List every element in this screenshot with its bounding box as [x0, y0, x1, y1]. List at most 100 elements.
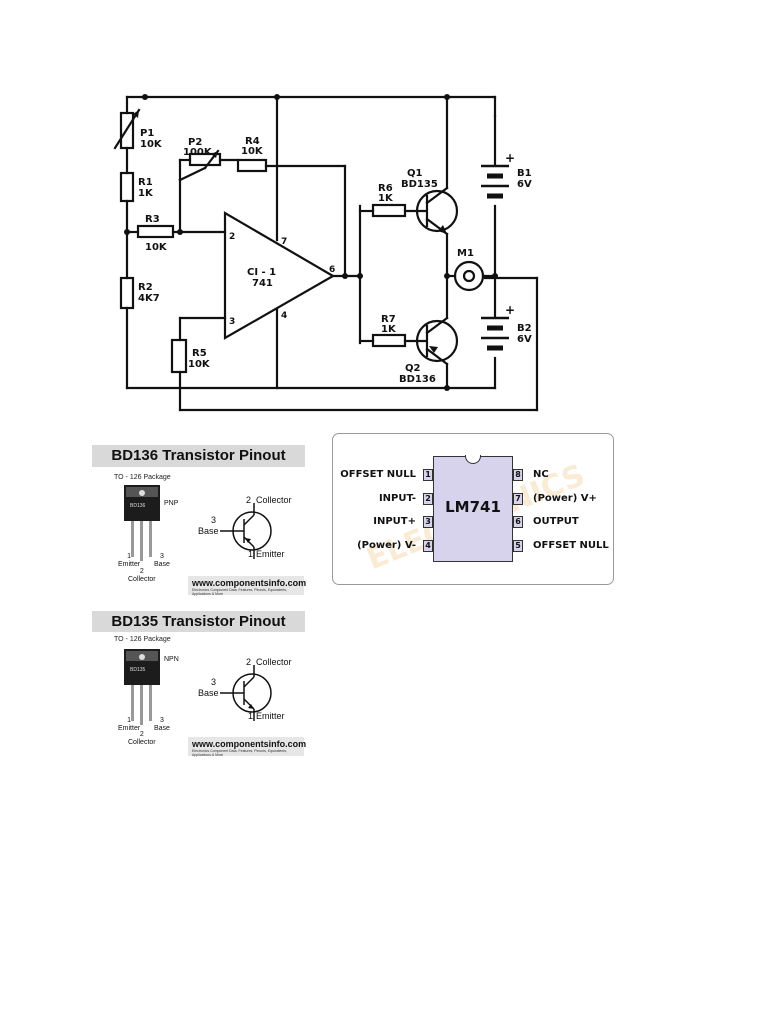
b1-battery [481, 164, 509, 199]
lm741-pin-6-label: OUTPUT [533, 516, 579, 527]
bd136-sym-emitter: Emitter [256, 549, 285, 559]
r1-value: 1K [138, 188, 154, 199]
bd135-sym-base-num: 3 [211, 677, 217, 687]
bd136-pnp-arrow-icon [245, 538, 251, 543]
r3-label: R3 [145, 214, 160, 225]
bd135-sym-collector: Collector [256, 657, 292, 667]
r4-value: 10K [241, 146, 264, 157]
q1-transistor [415, 189, 459, 233]
b2-value: 6V [517, 334, 532, 345]
p1-label: P1 [140, 128, 154, 139]
r6-label: R6 [378, 183, 393, 194]
p2-arrow-icon [211, 151, 218, 158]
bd135-npn-arrow-icon [248, 704, 254, 709]
lm741-pin-3: 3 [423, 516, 433, 528]
r7-label: R7 [381, 314, 396, 325]
bd136-sym-emitter-num: 1 [248, 549, 254, 559]
bd135-package-label: TO - 126 Package [114, 636, 171, 643]
bd136-pin-collector: 2 Collector [128, 568, 156, 583]
r1-resistor [119, 171, 135, 203]
lm741-pin-2-label: INPUT- [378, 493, 416, 504]
b1-label: B1 [517, 168, 532, 179]
bd135-sym-base: Base [198, 688, 219, 698]
lm741-pin-3-label: INPUT+ [373, 516, 416, 527]
r3-value: 10K [145, 242, 168, 253]
q2-transistor [415, 319, 459, 363]
bd136-footer: www.componentsinfo.com Electronics Compo… [188, 576, 307, 596]
bd135-sym-collector-num: 2 [246, 657, 252, 667]
lm741-pin-7: 7 [513, 493, 523, 505]
r2-resistor [119, 276, 135, 310]
p1-value: 10K [140, 139, 163, 150]
lm741-pin-8: 8 [513, 469, 523, 481]
lm741-pin-4: 4 [423, 540, 433, 552]
r1-label: R1 [138, 177, 153, 188]
bd135-type-label: NPN [164, 656, 179, 663]
bd135-tagline: Electronics Component Data, Features, Pi… [192, 749, 287, 757]
r7-value: 1K [381, 324, 397, 335]
r6-resistor [371, 203, 407, 218]
q2-value: BD136 [399, 374, 436, 385]
bd136-package-label: TO - 126 Package [114, 474, 171, 481]
bd136-pin-emitter: 1 Emitter [118, 553, 141, 568]
op-amp-label: CI - 1 [247, 267, 276, 278]
b2-plus: + [505, 303, 515, 317]
r2-value: 4K7 [138, 293, 160, 304]
pin-4-label: 4 [281, 311, 287, 321]
bd136-type-label: PNP [164, 500, 179, 507]
bd136-package-icon [124, 485, 160, 561]
bd136-site-link[interactable]: www.componentsinfo.com [192, 578, 307, 588]
lm741-pin-4-label: (Power) V- [357, 540, 416, 551]
r5-value: 10K [188, 359, 211, 370]
circuit-schematic: P1 10K R1 1K R3 10K R2 4K7 P2 100K R4 10… [113, 94, 539, 412]
m1-label: M1 [457, 248, 474, 259]
pin-2-label: 2 [229, 232, 235, 242]
bd135-footer: www.componentsinfo.com Electronics Compo… [188, 737, 307, 757]
r5-resistor [170, 338, 188, 374]
bd135-pin-collector: 2 Collector [128, 731, 156, 746]
pin-3-label: 3 [229, 317, 235, 327]
bd136-tagline: Electronics Component Data, Features, Pi… [192, 588, 287, 596]
pin-7-label: 7 [281, 237, 287, 247]
bd135-symbol [220, 665, 272, 721]
bd135-pinout-panel: BD135 Transistor Pinout TO - 126 Package… [92, 611, 307, 757]
lm741-pin-7-label: (Power) V+ [533, 493, 597, 504]
r3-resistor [136, 224, 175, 239]
op-amp-741 [223, 211, 336, 340]
bd135-site-link[interactable]: www.componentsinfo.com [192, 739, 307, 749]
lm741-pin-6: 6 [513, 516, 523, 528]
lm741-pin-8-label: NC [533, 469, 549, 480]
r5-label: R5 [192, 348, 207, 359]
r7-resistor [371, 333, 407, 348]
q1-emitter-arrow-icon [438, 225, 447, 234]
q1-label: Q1 [407, 168, 423, 179]
bd136-pinout-panel: BD136 Transistor Pinout TO - 126 Package… [92, 445, 307, 596]
b2-battery [481, 316, 509, 351]
r6-value: 1K [378, 193, 394, 204]
r4-label: R4 [245, 136, 260, 147]
bd135-sym-emitter-num: 1 [248, 711, 254, 721]
bd135-pin-emitter: 1 Emitter [118, 717, 141, 732]
bd135-package-icon [124, 649, 160, 725]
r4-resistor [236, 158, 268, 173]
lm741-title: LM741 [445, 498, 501, 516]
r2-label: R2 [138, 282, 153, 293]
m1-motor [453, 260, 485, 292]
p1-arrow-icon [133, 110, 139, 118]
q2-label: Q2 [405, 363, 421, 374]
bd136-sym-collector-num: 2 [246, 495, 252, 505]
lm741-pin-1: 1 [423, 469, 433, 481]
p2-label: P2 [188, 137, 202, 148]
bd135-title: BD135 Transistor Pinout [92, 611, 305, 632]
p2-value: 100K [183, 147, 213, 158]
lm741-pin-2: 2 [423, 493, 433, 505]
b1-value: 6V [517, 179, 532, 190]
pin-6-label: 6 [329, 265, 335, 275]
bd136-chip-text: BD136 [130, 503, 146, 509]
b2-label: B2 [517, 323, 532, 334]
bd135-sym-emitter: Emitter [256, 711, 285, 721]
q1-value: BD135 [401, 179, 438, 190]
op-amp-value: 741 [252, 278, 273, 289]
lm741-pin-5-label: OFFSET NULL [533, 540, 609, 551]
bd136-sym-base-num: 3 [211, 515, 217, 525]
